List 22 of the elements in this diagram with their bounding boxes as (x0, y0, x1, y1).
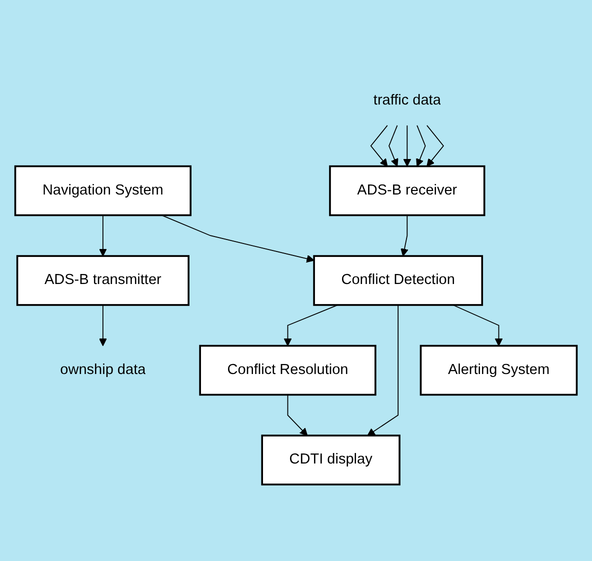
arrow (388, 125, 398, 167)
node-box: ADS-B receiver (329, 165, 486, 216)
arrow (416, 125, 426, 167)
node-text: traffic data (373, 92, 441, 108)
arrow (284, 304, 338, 346)
node-box: Conflict Resolution (199, 344, 376, 396)
node-box: ADS-B transmitter (16, 255, 190, 306)
arrow (161, 214, 314, 263)
arrow (370, 125, 388, 167)
arrow (98, 214, 107, 256)
arrow (452, 304, 503, 346)
node-box: Navigation System (14, 165, 192, 216)
node-box: CDTI display (261, 434, 400, 486)
arrow (403, 125, 412, 167)
arrow (426, 125, 444, 167)
node-box: Conflict Detection (313, 255, 484, 306)
node-text: ownship data (60, 362, 146, 378)
arrow (287, 394, 308, 436)
arrow (98, 304, 107, 346)
arrow (400, 214, 408, 256)
arrow (367, 304, 399, 436)
node-box: Alerting System (420, 344, 578, 396)
